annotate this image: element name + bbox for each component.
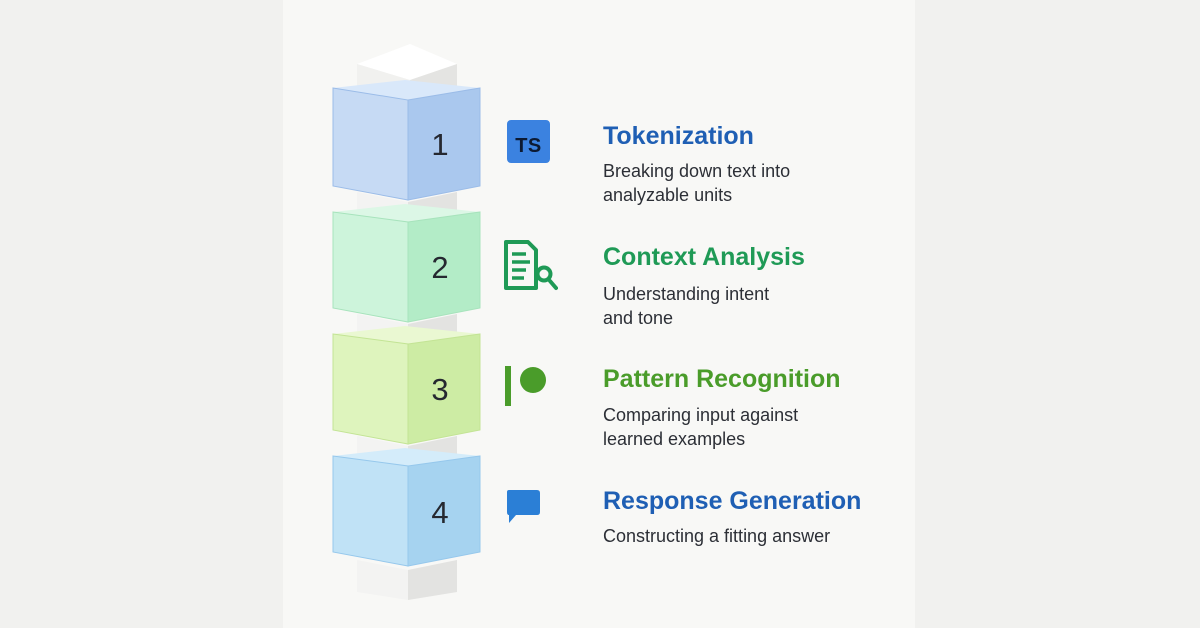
step-title-pattern-recognition: Pattern Recognition (603, 365, 841, 393)
step-description-line: analyzable units (603, 185, 733, 205)
step-description-3: Comparing input against learned examples (603, 403, 883, 451)
block-number-3: 3 (431, 372, 449, 407)
block-1 (332, 80, 481, 201)
block-number-2: 2 (431, 250, 449, 285)
step-description-line: and tone (603, 308, 674, 328)
chat-bubble-icon (507, 490, 540, 523)
step-description-line: Constructing a fitting answer (603, 526, 831, 546)
typescript-badge-icon: TS (507, 120, 550, 163)
step-title-response-generation: Response Generation (603, 487, 862, 515)
block-3 (332, 326, 481, 445)
patreon-icon (505, 366, 546, 406)
step-title-tokenization: Tokenization (603, 122, 754, 150)
block-number-1: 1 (431, 127, 449, 162)
step-description-2: Understanding intent and tone (603, 282, 883, 330)
step-description-1: Breaking down text into analyzable units (603, 159, 883, 207)
document-search-icon (504, 240, 558, 290)
step-title-context-analysis: Context Analysis (603, 243, 805, 271)
step-description-line: Comparing input against (603, 405, 799, 425)
bottom-connector (357, 560, 457, 600)
block-4 (332, 448, 481, 567)
step-description-line: learned examples (603, 429, 746, 449)
step-description-line: Breaking down text into (603, 161, 791, 181)
step-description-line: Understanding intent (603, 284, 770, 304)
block-number-4: 4 (431, 495, 449, 530)
step-description-4: Constructing a fitting answer (603, 524, 883, 548)
block-2 (332, 204, 481, 323)
